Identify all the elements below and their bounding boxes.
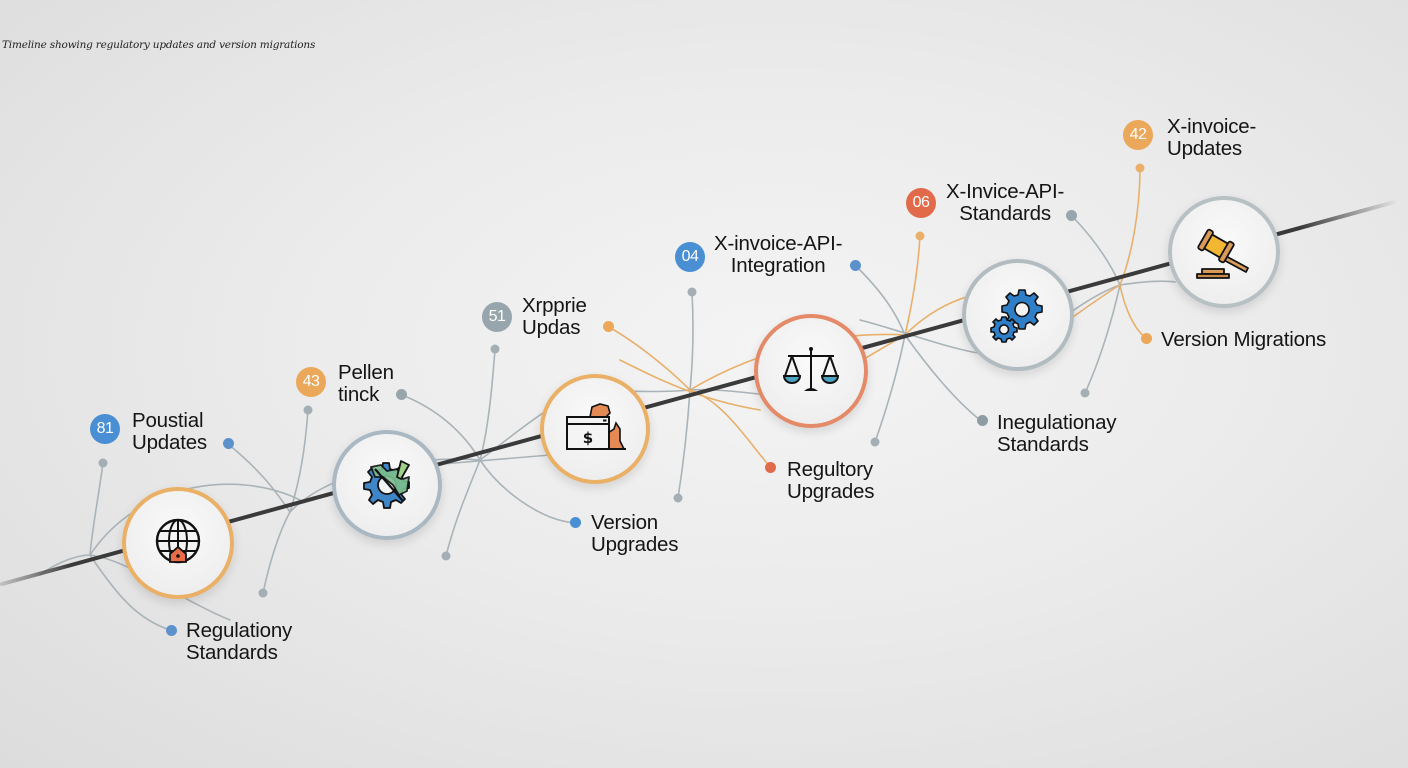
label-line: Inegulationay: [997, 411, 1117, 434]
label-line: Pellen: [338, 361, 394, 384]
svg-text:$: $: [583, 429, 593, 447]
connector-dot: [1066, 210, 1077, 221]
label-line: Updates: [132, 431, 207, 454]
connector-dot: [223, 438, 234, 449]
label-line: Standards: [959, 202, 1051, 225]
label-line: tinck: [338, 383, 380, 406]
timeline-node-scales[interactable]: [754, 314, 868, 428]
connector-dot: [166, 625, 177, 636]
globe-icon: [155, 518, 201, 564]
broken-gear-icon: [363, 460, 410, 509]
step-badge: 81: [90, 414, 120, 444]
step-badge: 43: [296, 367, 326, 397]
connector-dot: [396, 389, 407, 400]
connector-dot: [850, 260, 861, 271]
connector-dot: [765, 462, 776, 473]
timeline-node-gears[interactable]: [962, 259, 1074, 371]
label-line: Upgrades: [787, 480, 875, 503]
connector-dot: [603, 321, 614, 332]
label-line: Updas: [522, 316, 581, 339]
label-line: Upgrades: [591, 533, 679, 556]
label-line: X-Invice-API-: [946, 180, 1065, 203]
label-line: Version: [591, 511, 658, 534]
timeline-node-broken-gear[interactable]: [332, 430, 442, 540]
label-line: Standards: [997, 433, 1089, 456]
label-line: Xrpprie: [522, 294, 587, 317]
step-badge: 42: [1123, 120, 1153, 150]
connector-dot: [977, 415, 988, 426]
timeline-node-globe[interactable]: [122, 487, 234, 599]
label-line: Version Migrations: [1161, 328, 1327, 351]
label-line: Integration: [730, 254, 826, 277]
label-line: Updates: [1167, 137, 1242, 160]
label-line: Standards: [186, 641, 278, 664]
timeline-node-payment[interactable]: $: [540, 374, 650, 484]
payment-window-icon: $: [566, 403, 626, 450]
gavel-icon: [1196, 228, 1249, 279]
gears-icon: [990, 289, 1043, 343]
label-line: Regultory: [787, 458, 873, 481]
step-badge: 51: [482, 302, 512, 332]
label-line: X-invoice-API-: [714, 232, 843, 255]
label-line: Regulationy: [186, 619, 293, 642]
label-line: X-invoice-: [1167, 115, 1257, 138]
step-badge: 04: [675, 242, 705, 272]
scales-icon: [782, 347, 840, 391]
diagram-caption: Timeline showing regulatory updates and …: [2, 39, 316, 51]
label-line: Poustial: [132, 409, 204, 432]
connector-dot: [1141, 333, 1152, 344]
connector-dot: [570, 517, 581, 528]
step-badge: 06: [906, 188, 936, 218]
timeline-node-gavel[interactable]: [1168, 196, 1280, 308]
